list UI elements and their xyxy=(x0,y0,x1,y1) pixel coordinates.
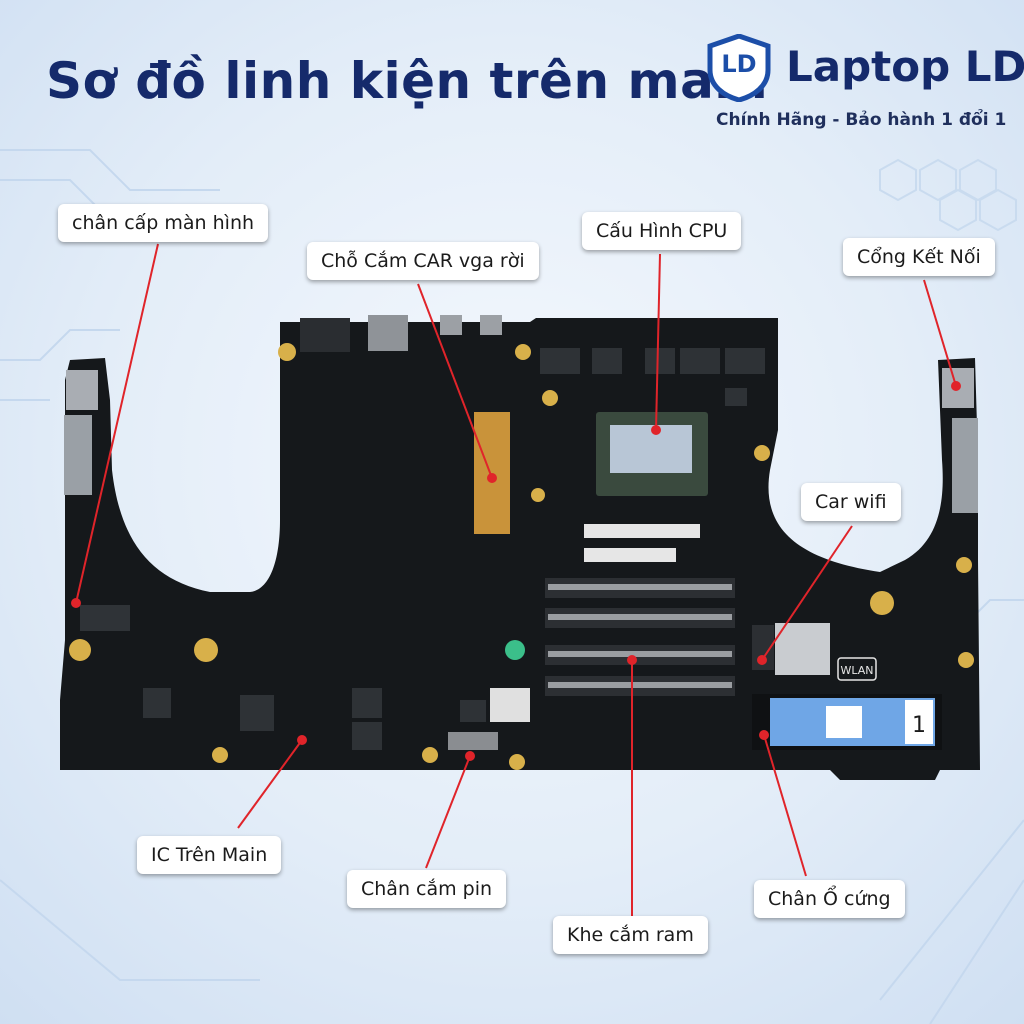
battery-connector xyxy=(448,732,498,750)
brand-logo-text: LD xyxy=(721,50,757,78)
wlan-marking-box xyxy=(837,657,877,681)
label-display-connector: chân cấp màn hình xyxy=(58,204,269,242)
board-sticker xyxy=(490,688,530,722)
shield-logo-icon xyxy=(707,34,771,102)
pointer-battery-connector xyxy=(425,755,471,869)
brand-tagline: Chính Hãng - Bảo hành 1 đổi 1 xyxy=(716,110,1007,130)
label-wifi-card: Car wifi xyxy=(801,483,901,521)
board-top-connector xyxy=(300,318,350,352)
ssd-number-marking: 1 xyxy=(912,713,926,738)
left-usb-port xyxy=(66,370,98,410)
pointer-ic-on-main xyxy=(237,739,303,829)
usbc-port-2 xyxy=(480,315,502,335)
pointer-cpu xyxy=(655,253,661,431)
pointer-display-connector xyxy=(75,243,159,604)
pointer-wifi-card xyxy=(761,525,853,661)
display-connector xyxy=(80,605,130,631)
label-cpu: Cấu Hình CPU xyxy=(582,212,742,250)
label-battery-connector: Chân cắm pin xyxy=(347,870,507,908)
label-ram-slot: Khe cắm ram xyxy=(553,916,708,954)
page-title: Sơ đồ linh kiện trên main xyxy=(46,52,769,110)
label-storage-connector: Chân Ổ cứng xyxy=(754,880,905,918)
label-ic-on-main: IC Trên Main xyxy=(137,836,282,874)
green-standoff xyxy=(505,640,525,660)
label-vga-slot: Chỗ Cắm CAR vga rời xyxy=(307,242,539,280)
ram-slots xyxy=(545,578,735,696)
cpu-die xyxy=(610,425,692,473)
board-body xyxy=(60,318,980,780)
left-flex-cable xyxy=(64,415,92,495)
label-ports: Cổng Kết Nối xyxy=(843,238,995,276)
pointer-storage-connector xyxy=(763,734,807,877)
brand-name: Laptop LD xyxy=(786,42,1024,91)
wifi-card xyxy=(775,623,830,675)
pointer-vga-slot xyxy=(417,283,493,479)
ram-sticker-1 xyxy=(584,524,700,538)
usbc-port-1 xyxy=(440,315,462,335)
usb-port-top xyxy=(368,315,408,351)
ram-sticker-2 xyxy=(584,548,676,562)
wlan-marking: WLAN xyxy=(840,664,873,677)
right-flex-cable xyxy=(952,418,978,513)
pointer-ports xyxy=(923,279,957,387)
